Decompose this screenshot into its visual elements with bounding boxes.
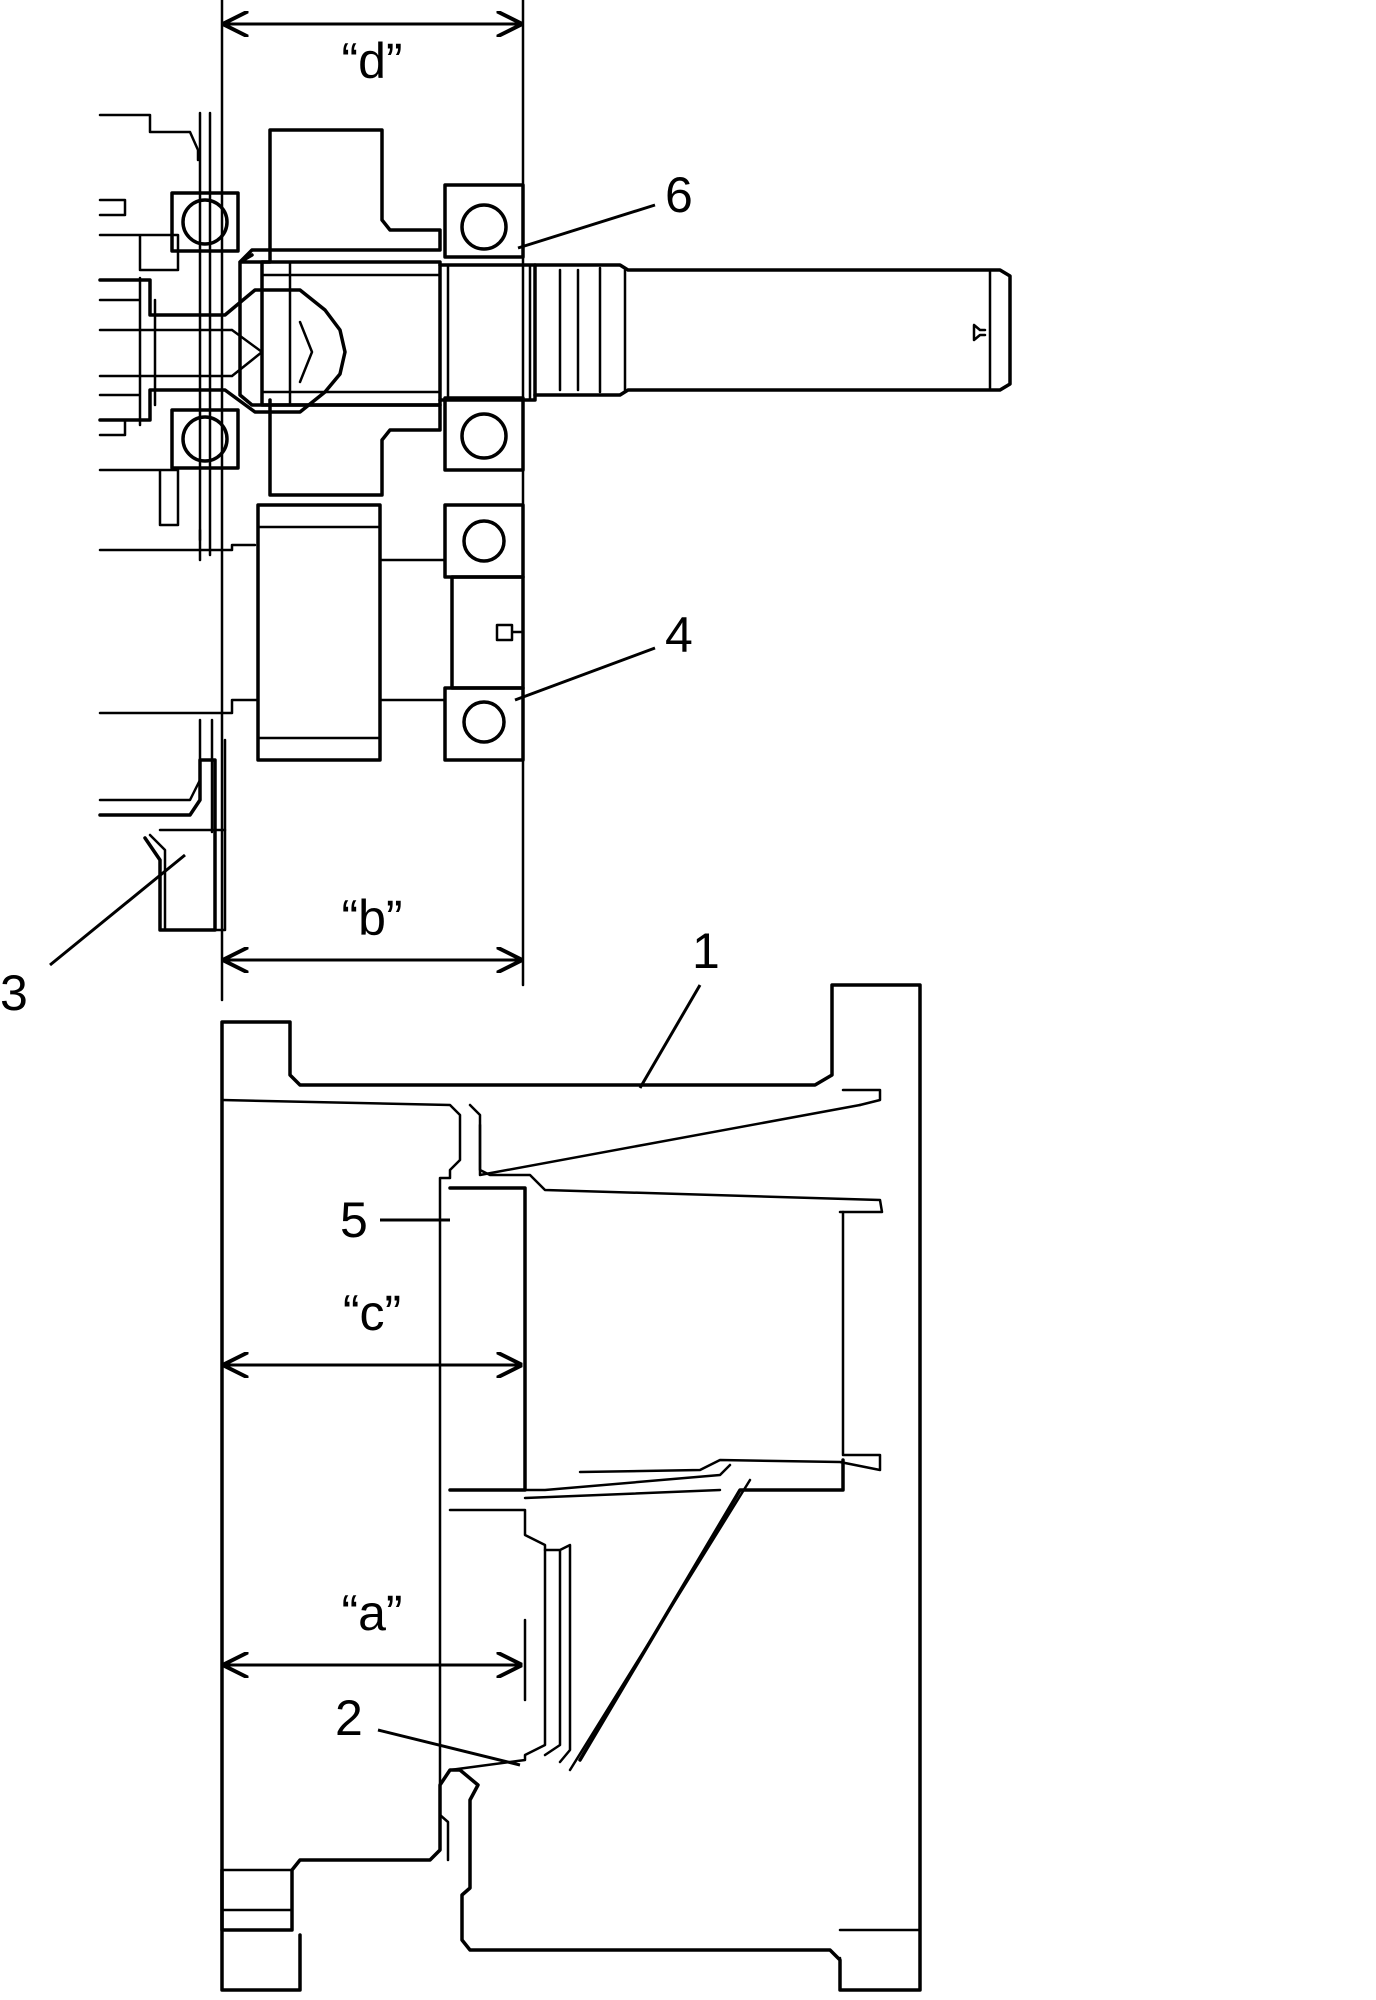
dimension-d-label: “d”: [341, 33, 402, 89]
coupler-hub: [98, 278, 347, 422]
upper-shaft-assembly: [98, 0, 1012, 1002]
housing-outer-outline: [220, 983, 922, 1992]
callout-5-number: 5: [340, 1192, 368, 1248]
bearing-6-lower: [443, 396, 525, 472]
dimension-b-label: “b”: [341, 890, 402, 946]
bearing-4-upper: [443, 503, 525, 579]
callout-4: 4: [514, 607, 693, 702]
callout-2-number: 2: [335, 1690, 363, 1746]
left-housing-outline: [98, 113, 260, 932]
case-part-3: [98, 758, 217, 932]
callout-5: 5: [340, 1192, 450, 1248]
callout-4-number: 4: [665, 607, 693, 663]
callout-6: 6: [517, 167, 693, 250]
bottom-flange: [220, 1868, 302, 1992]
left-bearing-lower: [170, 408, 240, 470]
bearing-6-upper: [443, 183, 525, 259]
callout-1: 1: [638, 923, 720, 1089]
dimension-d: “d”: [224, 24, 521, 89]
lower-housing: [220, 983, 922, 1992]
callout-1-number: 1: [692, 923, 720, 979]
bore-5: [448, 1186, 527, 1492]
callout-2: 2: [335, 1690, 521, 1767]
output-shaft: [533, 263, 1012, 397]
dimension-c: “c”: [224, 1285, 521, 1365]
callout-3: 3: [0, 853, 186, 1021]
bearing-4-lower: [443, 686, 525, 762]
dimension-a-label: “a”: [341, 1585, 402, 1641]
dimension-c-label: “c”: [343, 1285, 401, 1341]
dimension-a: “a”: [224, 1585, 521, 1665]
housing-rib: [578, 1458, 845, 1762]
upper-gear: [238, 128, 442, 497]
left-bearing-upper: [170, 191, 240, 253]
dimension-b: “b”: [224, 890, 521, 960]
callout-6-number: 6: [665, 167, 693, 223]
callout-3-number: 3: [0, 965, 28, 1021]
lower-gear: [256, 503, 382, 762]
